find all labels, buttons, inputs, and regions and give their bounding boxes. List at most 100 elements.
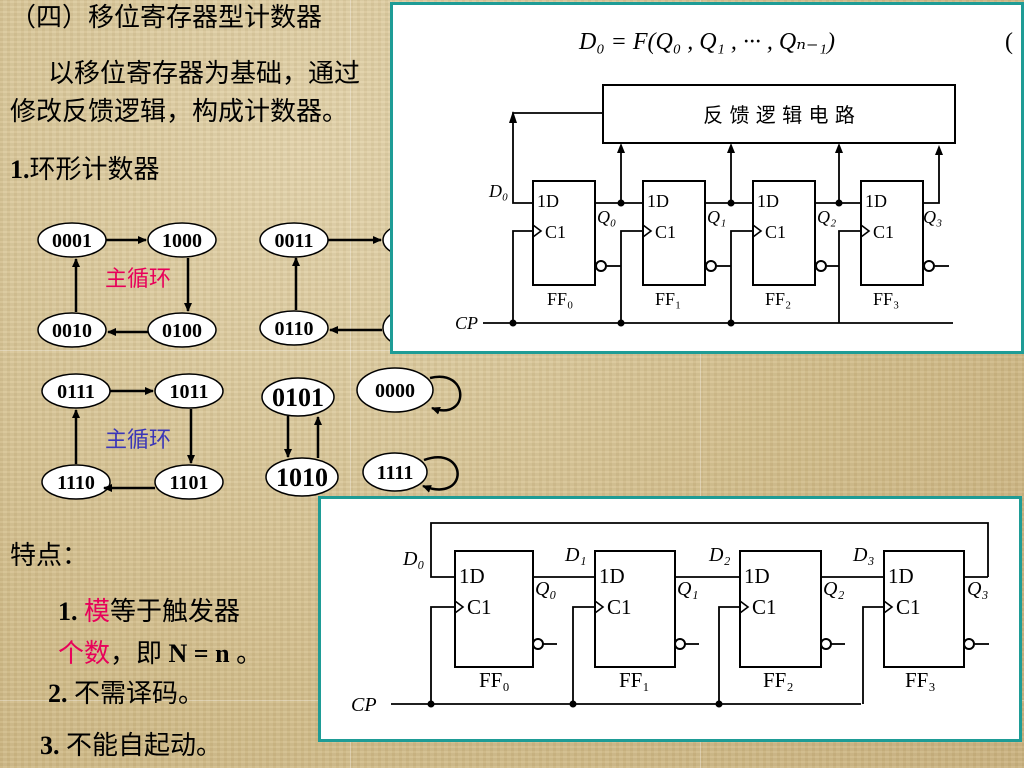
section-title: 1.环形计数器 — [10, 154, 160, 186]
feature-text: 不需译码。 — [74, 679, 205, 708]
clock-triangle — [752, 224, 763, 238]
clock-wire — [730, 230, 753, 323]
state-0011: 0011 — [275, 230, 314, 252]
d-label: D₂ — [708, 544, 730, 566]
clock-wire — [838, 230, 861, 323]
ff-c-label: C1 — [655, 222, 676, 242]
state-1101: 1101 — [170, 472, 209, 494]
ff-c-label: C1 — [467, 595, 492, 619]
junction-dot — [509, 319, 517, 327]
feedback-logic-box — [602, 84, 956, 144]
d-label: D₃ — [852, 544, 874, 566]
ff-name: FF₂ — [765, 289, 791, 309]
formula: N = n — [168, 639, 230, 668]
state-ellipse — [154, 464, 224, 500]
junction-dot — [715, 700, 723, 708]
ff-name: FF₃ — [873, 289, 899, 309]
feature-1-line-2: 个数，即 N = n 。 — [58, 638, 262, 670]
state-0001: 0001 — [52, 230, 92, 252]
junction-dot — [727, 319, 735, 327]
ff-name: FF₁ — [655, 289, 681, 309]
junction-dot — [569, 700, 577, 708]
q-label: Q₂ — [817, 207, 836, 227]
ff-name: FF₁ — [619, 668, 650, 692]
flip-flop-ff0 — [532, 180, 596, 286]
state-ellipse — [147, 312, 217, 348]
clock-wire — [620, 230, 643, 323]
clock-triangle — [860, 224, 871, 238]
q-label: Q₂ — [823, 578, 844, 600]
feature-text: 不能自起动。 — [66, 731, 223, 760]
feature-number: 1. — [58, 597, 78, 626]
junction-dot — [835, 199, 843, 207]
ff-c-label: C1 — [607, 595, 632, 619]
q-label: Q₀ — [535, 578, 556, 600]
ring-feedback-wire — [430, 522, 989, 578]
features-title: 特点： — [10, 541, 89, 570]
state-0110: 0110 — [275, 318, 314, 340]
feedback-wire — [512, 112, 603, 204]
d-label: D₁ — [564, 544, 586, 566]
arrow-head — [509, 111, 517, 123]
junction-dot — [427, 700, 435, 708]
ff-d-label: 1D — [757, 191, 779, 211]
ff-name: FF₀ — [479, 668, 510, 692]
slide-heading: （四）移位寄存器型计数器 — [10, 3, 323, 32]
ff-d-label: 1D — [459, 564, 485, 588]
section-number: 1. — [10, 155, 30, 184]
state-ellipse — [362, 452, 428, 492]
inverted-output-bubble — [820, 638, 832, 650]
ff-d-label: 1D — [865, 191, 887, 211]
state-ellipse — [261, 377, 335, 417]
ff-name: FF₃ — [905, 668, 936, 692]
intro-line-2: 修改反馈逻辑，构成计数器。 — [10, 97, 349, 126]
state-ellipse — [37, 312, 107, 348]
cp-label: CP — [455, 313, 478, 333]
flip-flop-ff2 — [752, 180, 816, 286]
flip-flop-ff3 — [883, 550, 965, 668]
feedback-logic-label: 反 馈 逻 辑 电 路 — [703, 103, 855, 127]
q-label: Q₁ — [707, 207, 726, 227]
ff-c-label: C1 — [873, 222, 894, 242]
clock-triangle — [739, 600, 750, 614]
state-ellipse — [41, 464, 111, 500]
feature-text: 。 — [236, 639, 263, 668]
q3-wire — [921, 155, 940, 204]
highlight-text: 模 — [84, 597, 111, 626]
arrow-head — [617, 143, 625, 153]
state-1000: 1000 — [162, 230, 202, 252]
ff-d-label: 1D — [647, 191, 669, 211]
q-label: Q₀ — [597, 207, 616, 227]
state-ellipse — [265, 457, 339, 497]
inverted-output-bubble — [815, 260, 827, 272]
feedback-shift-register-panel: D₀ = F(Q₀ , Q₁ , ··· , Qₙ₋₁) ( 反 馈 逻 辑 电… — [390, 2, 1024, 354]
inverted-output-bubble — [532, 638, 544, 650]
corner-paren: ( — [1005, 29, 1013, 55]
cp-label: CP — [351, 694, 377, 716]
self-loop-arrow — [429, 375, 462, 415]
clock-triangle — [642, 224, 653, 238]
ring-counter-panel: 1D 1D 1D 1D C1 C1 C1 C1 FF₀ FF₁ FF₂ FF₃ … — [318, 496, 1022, 742]
texture-seam — [350, 0, 351, 768]
ff-c-label: C1 — [545, 222, 566, 242]
main-loop-label: 主循环 — [105, 428, 171, 453]
state-1111: 1111 — [377, 462, 414, 484]
state-1110: 1110 — [57, 472, 95, 494]
clock-triangle — [454, 600, 465, 614]
feature-number: 2. — [48, 679, 68, 708]
state-0010: 0010 — [52, 320, 92, 342]
junction-dot — [617, 199, 625, 207]
flip-flop-ff0 — [454, 550, 534, 668]
state-ellipse — [356, 367, 434, 413]
ff-c-label: C1 — [765, 222, 786, 242]
state-ellipse — [154, 373, 224, 409]
feature-number: 3. — [40, 731, 60, 760]
q-label: Q₃ — [967, 578, 988, 600]
clock-wire — [512, 230, 533, 323]
junction-dot — [617, 319, 625, 327]
ff-d-label: 1D — [888, 564, 914, 588]
state-0111: 0111 — [57, 381, 95, 403]
highlight-text: 个数 — [58, 639, 111, 668]
flip-flop-ff3 — [860, 180, 924, 286]
feature-2: 2. 不需译码。 — [48, 678, 204, 710]
